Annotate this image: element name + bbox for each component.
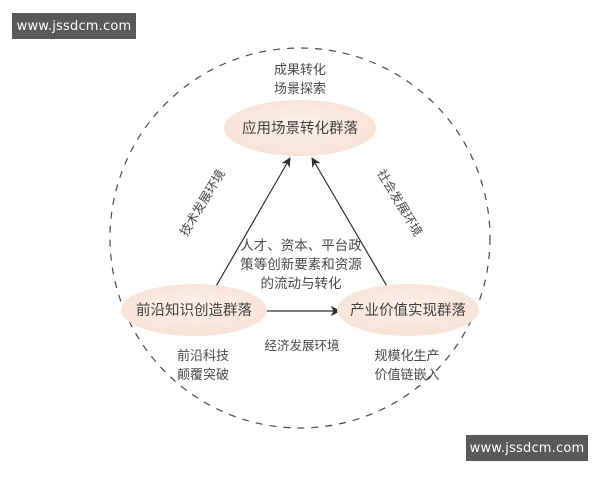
node-right-shape[interactable]	[337, 284, 479, 336]
caption-top-line1: 成果转化	[274, 63, 326, 78]
caption-top-line2: 场景探索	[274, 82, 326, 97]
caption-left-line1: 前沿科技	[177, 348, 229, 364]
center-note-line1: 人才、资本、平台政	[240, 238, 362, 254]
edge-label-left: 技术发展环境	[176, 167, 227, 239]
center-note-line3: 的流动与转化	[261, 276, 342, 292]
node-top-shape[interactable]	[224, 100, 376, 156]
arrow-right-to-top	[311, 157, 389, 289]
node-left-shape[interactable]	[121, 284, 267, 336]
caption-left-line2: 颠覆突破	[177, 367, 229, 383]
arrow-left-to-top	[214, 157, 291, 289]
boundary-circle	[109, 47, 491, 429]
watermark-bottom-right-text: www.jssdcm.com	[469, 440, 585, 456]
caption-right-line1: 规模化生产	[374, 349, 439, 364]
edge-label-right: 社会发展环境	[374, 167, 425, 239]
watermark-top-left-text: www.jssdcm.com	[16, 18, 132, 34]
node-left-label: 前沿知识创造群落	[136, 302, 252, 319]
watermark-top-left: www.jssdcm.com	[12, 13, 136, 39]
node-right-label: 产业价值实现群落	[350, 302, 466, 319]
caption-right-line2: 价值链嵌入	[374, 367, 439, 383]
center-note-line2: 策等创新要素和资源	[240, 256, 362, 273]
edge-label-bottom: 经济发展环境	[264, 338, 339, 353]
watermark-bottom-right: www.jssdcm.com	[466, 435, 588, 461]
node-top-label: 应用场景转化群落	[242, 119, 358, 137]
